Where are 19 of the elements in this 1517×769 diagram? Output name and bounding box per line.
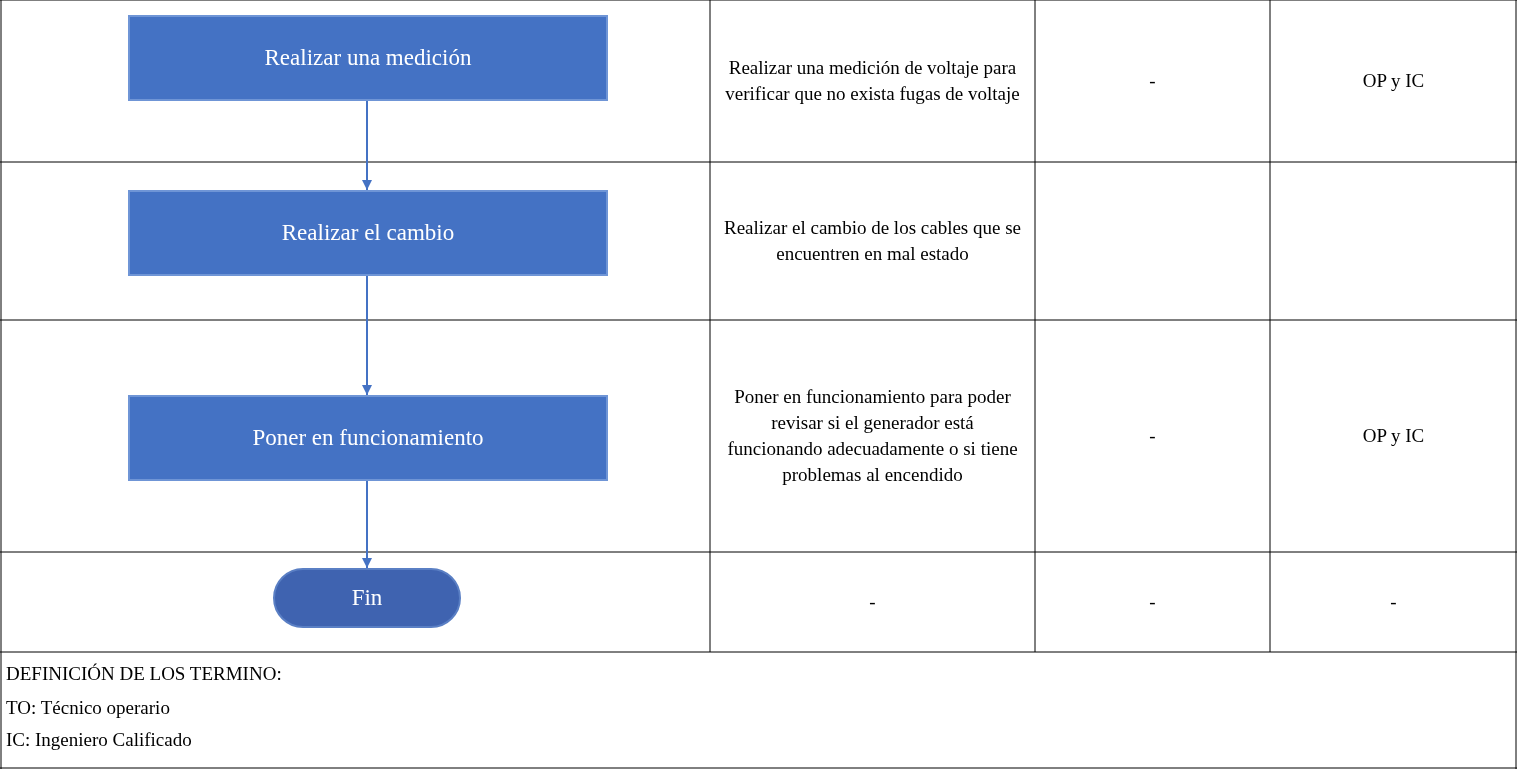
process-box: Realizar una medición (128, 15, 608, 101)
table-cell-text: OP y IC (1362, 69, 1425, 93)
definitions-heading: DEFINICIÓN DE LOS TERMINO: (6, 662, 282, 686)
arrow (362, 100, 372, 191)
table-cell-text: - (1149, 424, 1156, 448)
process-box: Realizar el cambio (128, 190, 608, 276)
table-cell-text: - (1149, 69, 1156, 93)
arrow (362, 275, 372, 396)
step-description: Poner en funcionamiento para poder revisar si el generador está funcionando adecuadamente o si tiene problemas al encendido (726, 385, 1019, 487)
table-cell-text: OP y IC (1362, 424, 1425, 448)
step-description: Realizar una medición de voltaje para verificar que no exista fugas de voltaje (724, 56, 1021, 106)
definition-text: IC: Ingeniero Calificado (6, 728, 192, 752)
step-description: Realizar el cambio de los cables que se encuentren en mal estado (724, 216, 1021, 266)
table-cell-text: - (869, 590, 876, 614)
process-box: Poner en funcionamiento (128, 395, 608, 481)
arrow (362, 480, 372, 569)
table-cell-text: - (1149, 590, 1156, 614)
table-cell-text: - (1390, 590, 1397, 614)
definition-text: TO: Técnico operario (6, 696, 170, 720)
